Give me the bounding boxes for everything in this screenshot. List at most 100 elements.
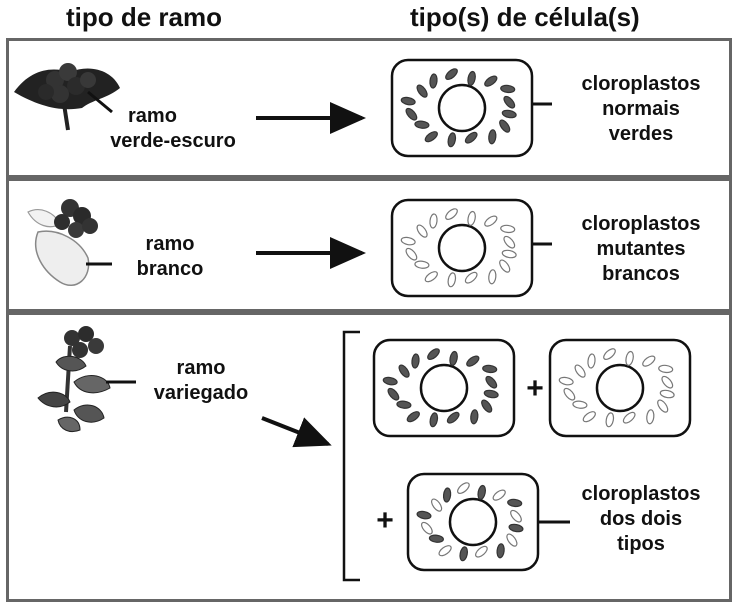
branch-label-line: variegado (153, 382, 249, 404)
cell-variegated-mixed (406, 472, 540, 572)
chloroplast-white (622, 411, 636, 424)
chloroplast-white (503, 235, 516, 249)
nucleus (448, 497, 498, 547)
row-panel-verde-escuro (6, 38, 732, 178)
chloroplast-white (400, 236, 416, 246)
chloroplast-white (501, 249, 517, 259)
chloroplast-white (642, 355, 656, 367)
nucleus (437, 83, 487, 133)
dark-green-branch-illustration (14, 63, 120, 131)
chloroplast-white (603, 348, 616, 360)
chloroplast-white (625, 350, 634, 366)
cell-label-normais: cloroplastos normais verdes (556, 72, 726, 147)
chloroplast-white (572, 400, 588, 409)
chloroplast-green (503, 95, 516, 109)
chloroplast-green (398, 364, 410, 378)
chloroplast-green (449, 350, 458, 366)
cell-label-line: dos dois (599, 508, 683, 530)
chloroplast-green (499, 119, 511, 133)
chloroplast-green (464, 131, 478, 144)
chloroplast-white (574, 364, 586, 378)
chloroplast-green (405, 107, 418, 121)
chloroplast-green (416, 84, 428, 98)
chloroplast-green (387, 387, 400, 401)
chloroplast-white (657, 399, 669, 413)
bracket (342, 330, 360, 582)
header-tipo-de-ramo: tipo de ramo (66, 2, 223, 32)
cell-variegated-white (548, 338, 692, 438)
chloroplast-green (484, 75, 498, 87)
chloroplast-green (485, 375, 498, 389)
chloroplast-white (582, 411, 596, 423)
chloroplast-white (488, 269, 497, 285)
chloroplast-green (447, 132, 457, 148)
cell-label-dois-tipos: cloroplastos dos dois tipos (556, 482, 726, 557)
chloroplast-green (481, 399, 493, 413)
chloroplast-green (445, 68, 458, 80)
branch-label-line: verde-escuro (110, 130, 236, 152)
chloroplast-green (459, 546, 468, 562)
chloroplast-green (396, 400, 412, 409)
chloroplast-white (605, 412, 615, 428)
chloroplast-white (424, 271, 438, 283)
chloroplast-white (484, 215, 498, 227)
chloroplast-green (477, 484, 486, 500)
plus-sign: + (526, 372, 544, 405)
nucleus (595, 363, 645, 413)
chloroplast-white (438, 545, 452, 557)
chloroplast-green (482, 364, 498, 374)
cell-label-line: brancos (602, 263, 680, 285)
cell-white-chloroplasts (390, 198, 534, 298)
cell-label-line: cloroplastos (581, 483, 701, 505)
chloroplast-white (587, 353, 596, 369)
nucleus (419, 363, 469, 413)
chloroplast-white (431, 498, 443, 512)
branch-label-line: ramo (128, 105, 177, 127)
chloroplast-green (400, 96, 416, 106)
chloroplast-green (429, 73, 438, 89)
chloroplast-white (492, 489, 506, 501)
chloroplast-white (661, 375, 674, 389)
branch-label-line: ramo (145, 233, 195, 255)
chloroplast-green (428, 534, 444, 543)
chloroplast-green (488, 129, 497, 145)
chloroplast-white (558, 376, 574, 386)
chloroplast-green (382, 376, 398, 386)
header-tipos-de-celulas: tipo(s) de célula(s) (410, 2, 640, 32)
chloroplast-white (499, 259, 511, 273)
chloroplast-white (429, 213, 438, 229)
chloroplast-green (467, 70, 476, 86)
cell-variegated-green (372, 338, 516, 438)
chloroplast-white (506, 533, 518, 547)
plus-sign: + (376, 504, 394, 537)
chloroplast-white (414, 260, 430, 269)
chloroplast-green (500, 84, 516, 94)
chloroplast-green (406, 411, 420, 423)
chloroplast-white (416, 224, 428, 238)
chloroplast-green (507, 498, 523, 508)
chloroplast-green (416, 510, 432, 520)
cell-green-chloroplasts (390, 58, 534, 158)
chloroplast-green (470, 409, 479, 425)
chloroplast-white (467, 210, 476, 226)
chloroplast-white (646, 409, 655, 425)
cell-label-line: verdes (608, 123, 674, 145)
row-panel-branco (6, 178, 732, 312)
chloroplast-white (500, 224, 516, 234)
chloroplast-white (659, 389, 675, 399)
branch-label-line: branco (136, 258, 204, 280)
cell-label-line: tipos (617, 533, 665, 555)
chloroplast-white (475, 545, 488, 558)
nucleus (437, 223, 487, 273)
branch-label-variegado: ramo variegado (146, 356, 256, 406)
chloroplast-white (464, 271, 478, 284)
chloroplast-green (501, 109, 517, 119)
chloroplast-green (427, 348, 440, 360)
chloroplast-white (457, 482, 470, 494)
cell-label-line: normais (602, 98, 680, 120)
chloroplast-white (658, 364, 674, 374)
cell-label-line: cloroplastos (581, 213, 701, 235)
arrow-icon (261, 416, 332, 448)
chloroplast-green (411, 353, 420, 369)
